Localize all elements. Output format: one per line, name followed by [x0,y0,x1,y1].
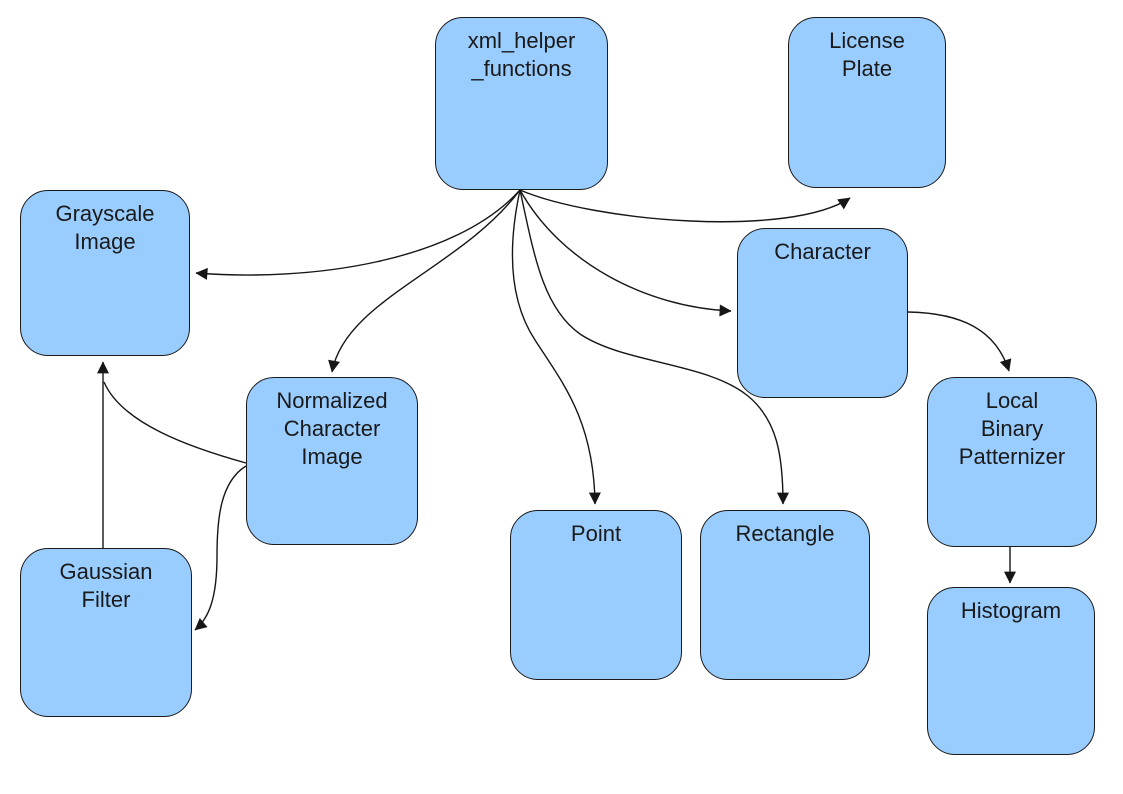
node-gaussian-filter[interactable]: Gaussian Filter [20,548,192,717]
edge-xml_helper_functions-to-rectangle [519,189,789,505]
node-rectangle[interactable]: Rectangle [700,510,870,680]
edge-xml_helper_functions-to-character [519,189,732,317]
edge-normalized_character_image-to-grayscale_image [103,381,247,464]
node-histogram[interactable]: Histogram [927,587,1095,755]
edge-xml_helper_functions-to-grayscale_image [195,189,521,280]
edge-character-to-local_binary_patternizer [907,311,1012,372]
node-point[interactable]: Point [510,510,682,680]
node-license-plate[interactable]: License Plate [788,17,946,188]
edge-xml_helper_functions-to-normalized_character_image [328,189,521,373]
node-normalized-character-image[interactable]: Normalized Character Image [246,377,418,545]
edge-xml_helper_functions-to-point [511,189,601,505]
node-character[interactable]: Character [737,228,908,398]
node-xml-helper-functions[interactable]: xml_helper _functions [435,17,608,190]
node-grayscale-image[interactable]: Grayscale Image [20,190,190,356]
node-local-binary-patternizer[interactable]: Local Binary Patternizer [927,377,1097,547]
edge-normalized_character_image-to-gaussian_filter [194,465,247,631]
edge-xml_helper_functions-to-license_plate [519,189,851,223]
